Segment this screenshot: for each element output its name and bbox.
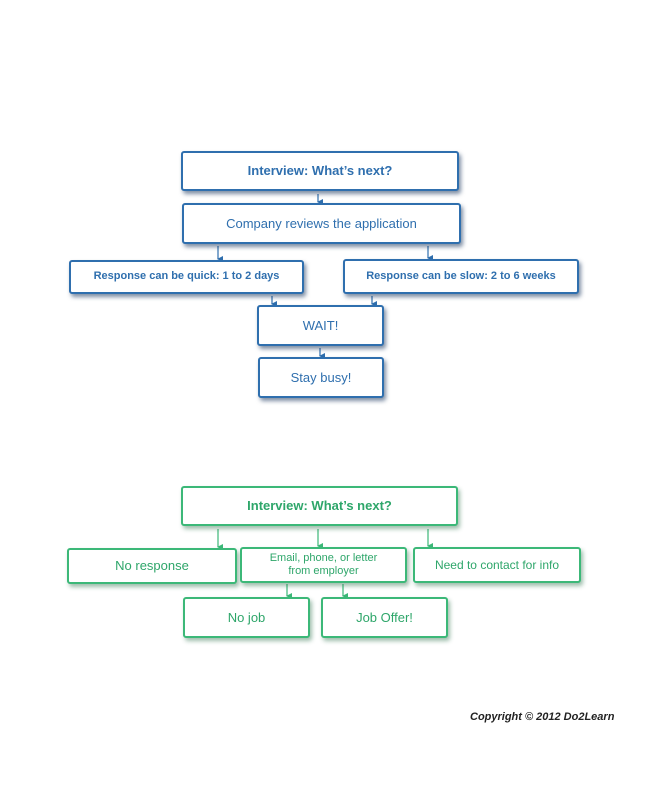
wait-text: WAIT! xyxy=(302,317,339,333)
employer-contact-box: Email, phone, or letter from employer xyxy=(240,547,407,583)
slow-response-text: Response can be slow: 2 to 6 weeks xyxy=(366,269,556,282)
wait-box: WAIT! xyxy=(257,305,384,346)
need-info-text: Need to contact for info xyxy=(434,557,560,572)
stay-busy-box: Stay busy! xyxy=(258,357,384,398)
job-offer-text: Job Offer! xyxy=(356,609,413,625)
review-box: Company reviews the application xyxy=(182,203,461,244)
copyright-text: Copyright © 2012 Do2Learn xyxy=(470,711,615,723)
bottom-title-text: Interview: What’s next? xyxy=(247,498,392,514)
quick-response-text: Response can be quick: 1 to 2 days xyxy=(93,270,280,283)
no-job-box: No job xyxy=(183,597,310,638)
no-response-text: No response xyxy=(115,558,189,574)
employer-contact-line2: from employer xyxy=(288,565,359,577)
quick-response-box: Response can be quick: 1 to 2 days xyxy=(69,260,304,294)
stay-busy-text: Stay busy! xyxy=(290,369,352,385)
need-info-box: Need to contact for info xyxy=(413,547,581,583)
no-response-box: No response xyxy=(67,548,237,584)
top-title-text: Interview: What’s next? xyxy=(247,163,393,179)
review-text: Company reviews the application xyxy=(226,215,417,231)
top-title-box: Interview: What’s next? xyxy=(181,151,459,191)
bottom-title-box: Interview: What’s next? xyxy=(181,486,458,526)
no-job-text: No job xyxy=(227,609,266,625)
slow-response-box: Response can be slow: 2 to 6 weeks xyxy=(343,259,579,294)
job-offer-box: Job Offer! xyxy=(321,597,448,638)
employer-contact-line1: Email, phone, or letter xyxy=(269,551,378,564)
